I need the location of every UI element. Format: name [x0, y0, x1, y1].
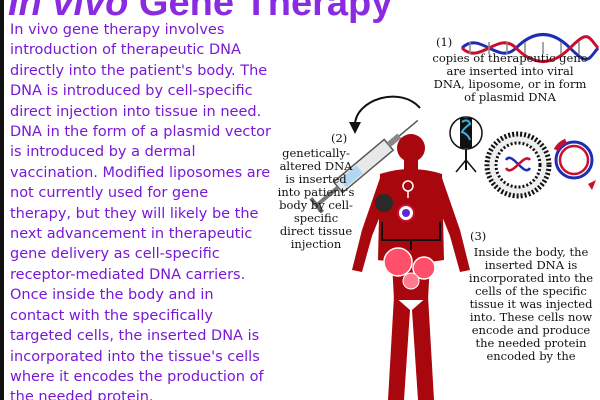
- flow-arrow-icon: [354, 95, 421, 126]
- step1-number: (1): [436, 35, 453, 49]
- liposome-icon: [484, 131, 552, 199]
- syringe-icon: [309, 119, 419, 214]
- step3-number: (3): [470, 229, 487, 243]
- body-paragraph: In vivo gene therapy involves introducti…: [10, 22, 271, 400]
- step3-caption: Inside the body, the inserted DNA is inc…: [468, 245, 594, 363]
- slide-left-border: [0, 0, 4, 400]
- step2-number: (2): [331, 131, 348, 145]
- step2-caption: genetically-altered DNA is inserted into…: [277, 146, 355, 251]
- step1-caption: copies of therapeutic gene are inserted …: [432, 51, 588, 104]
- title-italic-part: In vivo: [8, 0, 129, 24]
- viral-vector-icon: [449, 116, 483, 173]
- dna-helix-icon: [460, 33, 600, 63]
- slide-title: In vivo Gene Therapy: [8, 0, 392, 25]
- plasmid-icon: [553, 138, 596, 190]
- tissue-cells-icon: [375, 180, 436, 290]
- bracket-lines: [381, 222, 441, 250]
- title-rest: Gene Therapy: [128, 0, 393, 24]
